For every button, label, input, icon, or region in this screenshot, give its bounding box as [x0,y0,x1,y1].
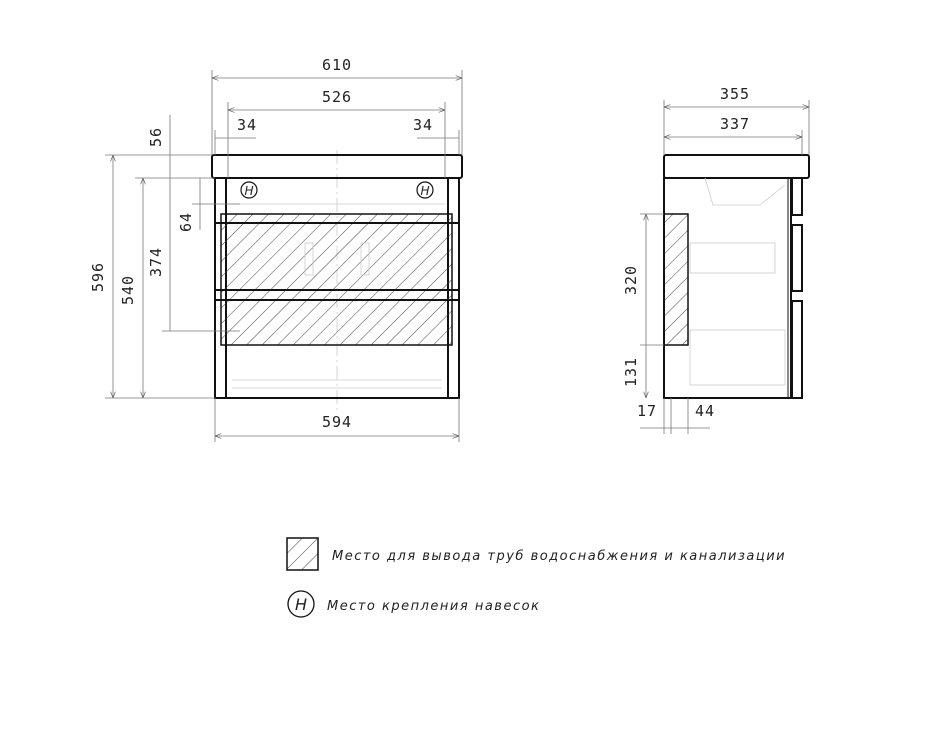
dim-right-offset: 34 [413,116,433,134]
dim-body-depth: 337 [720,115,750,133]
dim-back-offset: 17 [637,402,657,420]
dim-overall-width: 610 [322,56,352,74]
pipe-zone-front [220,213,453,346]
dim-overall-depth: 355 [720,85,750,103]
hatch-swatch-icon [286,537,319,571]
dim-total-height: 596 [89,262,107,292]
svg-text:H: H [244,184,253,198]
legend-hanger-label: Место крепления навесок [327,599,540,614]
dim-body-height: 540 [119,275,137,305]
dim-top-thickness: 56 [147,127,165,147]
dim-hanger-offset: 64 [177,212,195,232]
countertop-side [663,154,810,179]
legend: Место для вывода труб водоснабжения и ка… [286,537,786,618]
hanger-marker-right: H [416,181,434,199]
side-view: 355 337 320 131 17 44 [622,85,810,434]
legend-pipe-zone-label: Место для вывода труб водоснабжения и ка… [332,549,786,564]
dim-mount-height: 374 [147,247,165,277]
front-view: H H 610 526 34 34 594 [89,56,463,442]
pipe-zone-side [663,213,689,346]
hanger-marker-left: H [240,181,258,199]
dim-inner-width: 526 [322,88,352,106]
dim-body-width: 594 [322,413,352,431]
dim-left-offset: 34 [237,116,257,134]
svg-text:H: H [420,184,429,198]
dim-bottom-offset: 131 [622,357,640,387]
dim-pipe-zone-depth: 44 [695,402,715,420]
dim-pipe-zone-height: 320 [622,265,640,295]
cabinet-body-front [214,177,460,399]
hanger-symbol-icon: H [287,590,315,618]
svg-text:H: H [295,595,307,614]
